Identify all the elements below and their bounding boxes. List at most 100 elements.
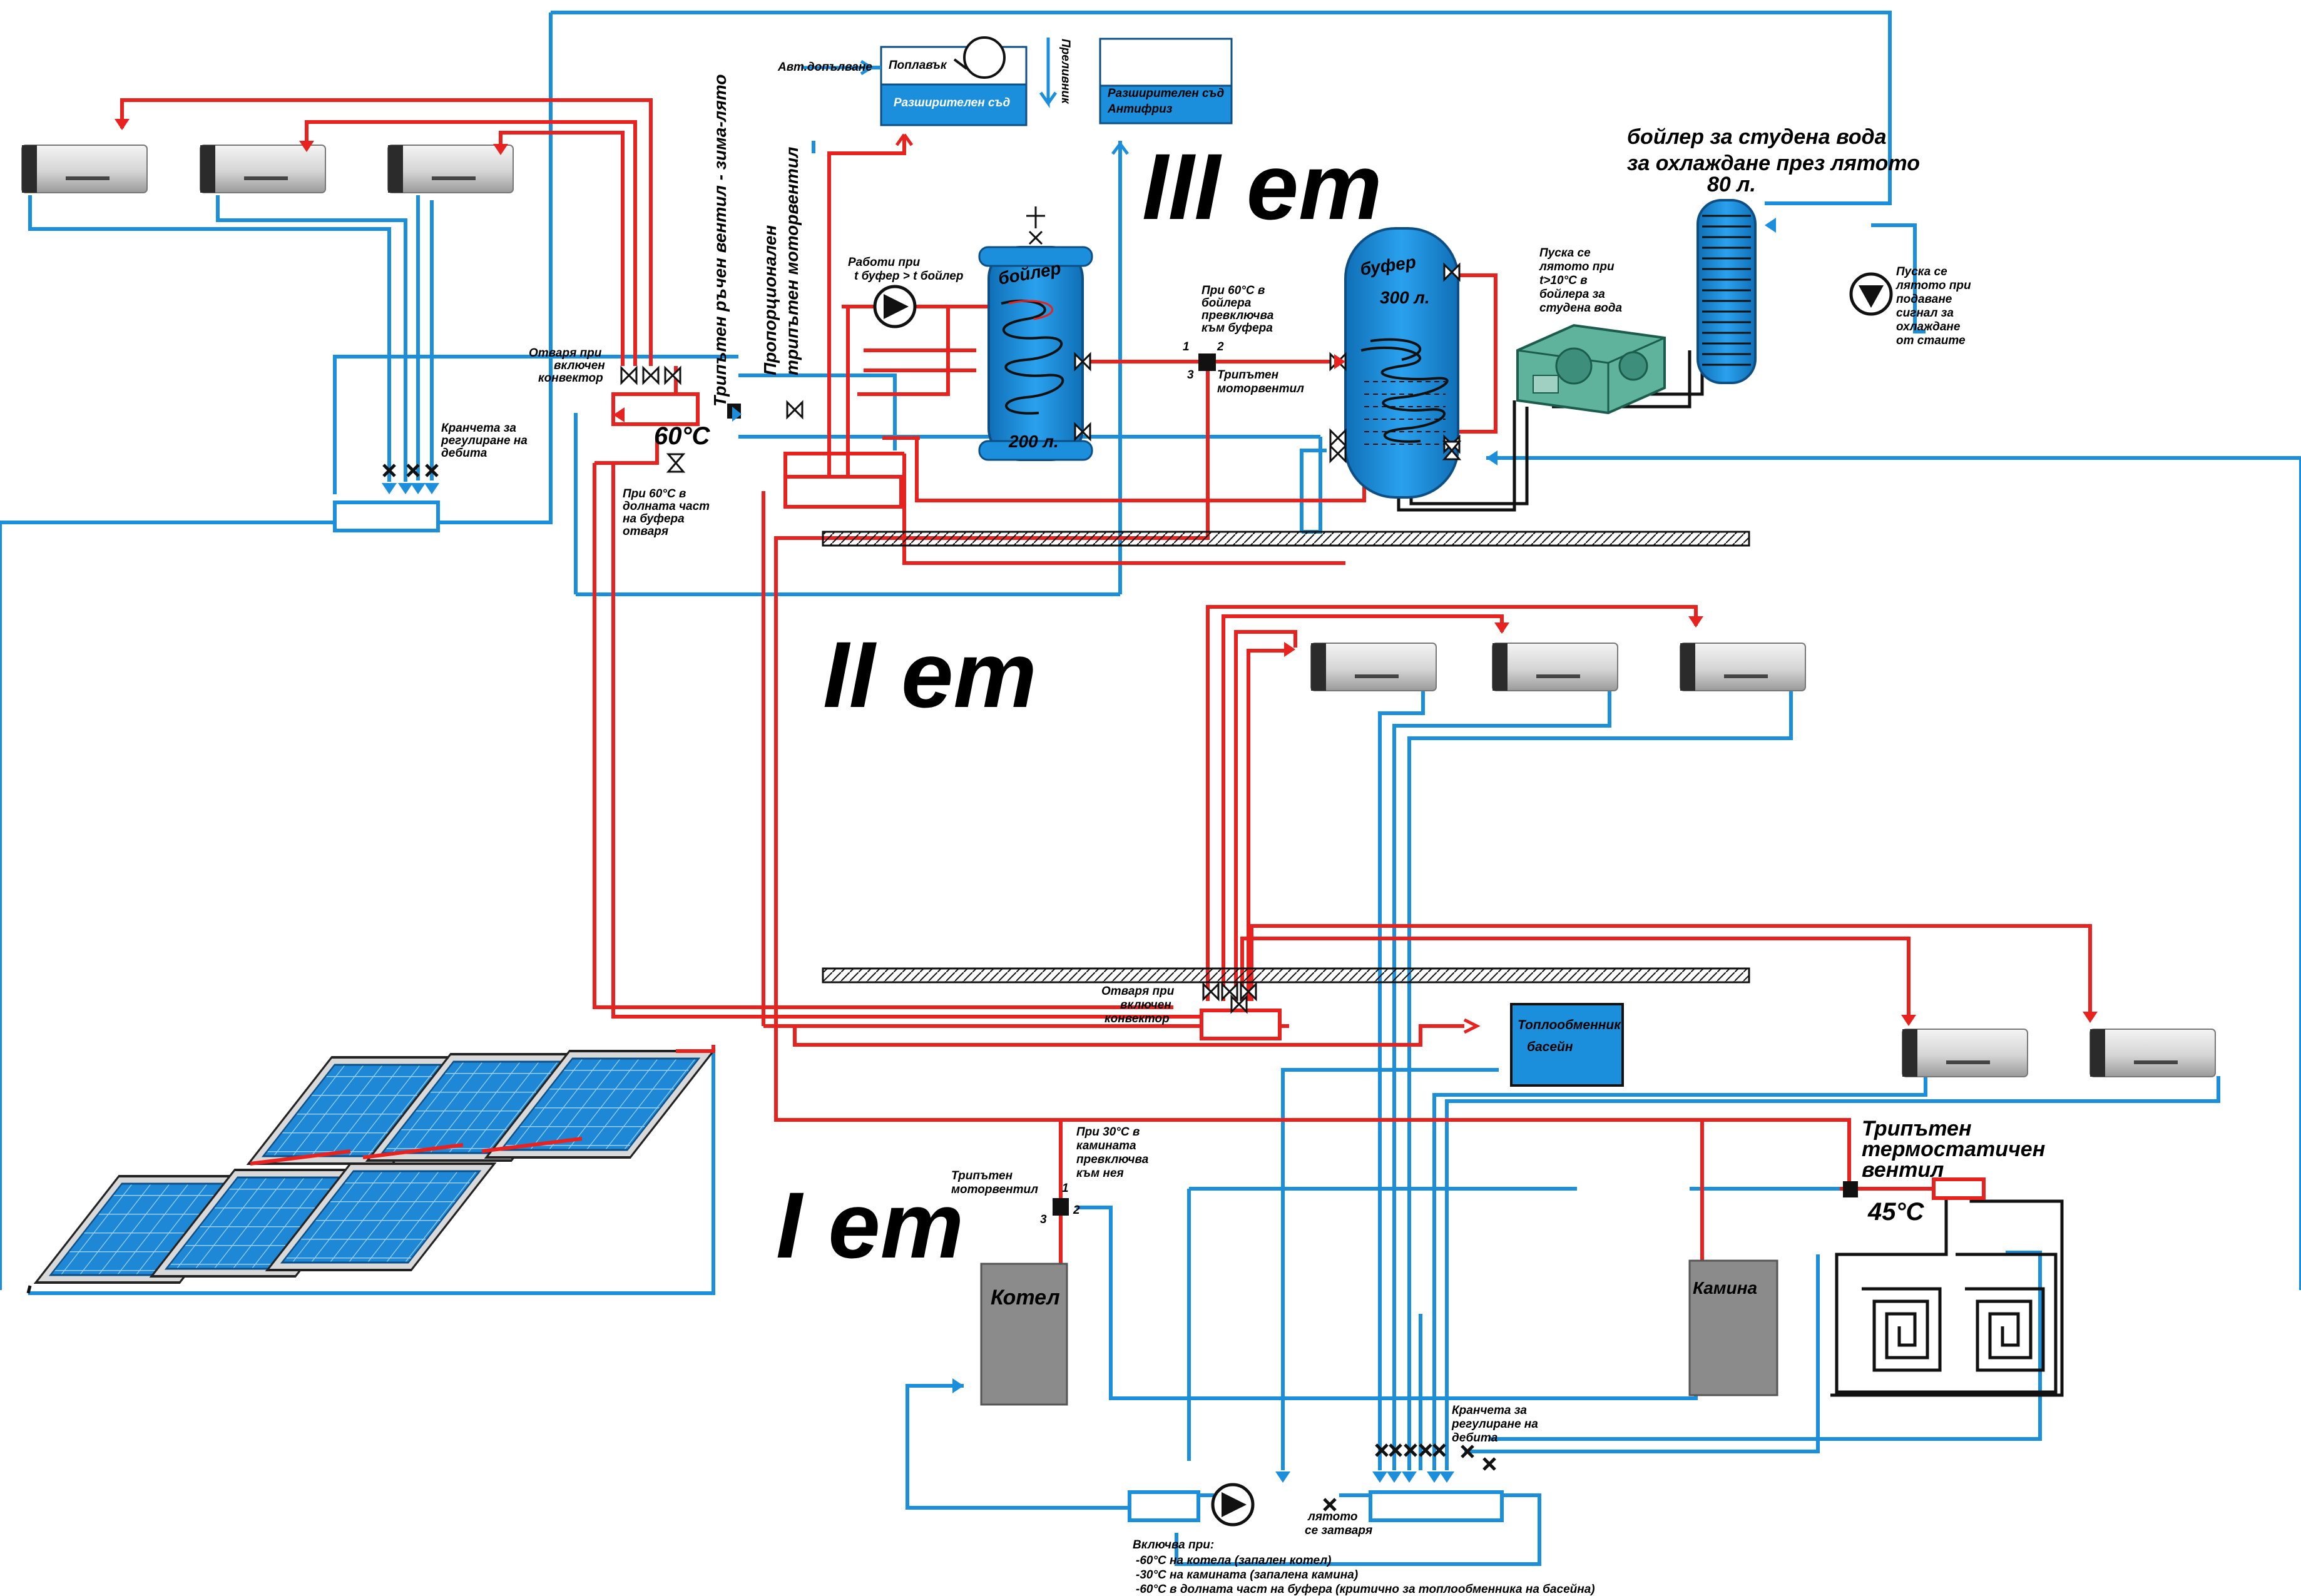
proportional-label-2: трипътен моторвентил <box>782 147 802 375</box>
pool-hx-label-1: Топлообменник <box>1518 1018 1621 1032</box>
pump-cold[interactable] <box>1851 274 1891 314</box>
manifold-center <box>783 475 903 509</box>
floor-title-1: I ет <box>776 1172 964 1278</box>
valve-convector-2-2[interactable] <box>1221 983 1238 1000</box>
buffer-low-60-4: отваря <box>623 525 668 538</box>
overflow-label: Преливник <box>1059 39 1072 104</box>
kotel <box>980 1263 1068 1406</box>
cold-boiler-title-1: бойлер за студена вода <box>1627 125 1887 149</box>
at60-boiler-4: към буфера <box>1202 322 1273 335</box>
kamina-label: Камина <box>1693 1278 1757 1298</box>
expansion-vessel-2-air <box>1099 38 1233 87</box>
expansion-vessel-1-label: Разширителен съд <box>894 96 1011 109</box>
temp-60: 60°С <box>654 422 710 450</box>
port-1-3: 3 <box>1040 1213 1047 1226</box>
solar-collectors <box>26 1045 715 1294</box>
flow-arrows <box>115 119 2098 1026</box>
overflow-arrow <box>1039 38 1058 108</box>
opens-convector-2-3: конвектор <box>1105 1012 1170 1025</box>
manifold-2-supply <box>1200 1009 1282 1040</box>
pump-boiler[interactable] <box>875 287 915 327</box>
opens-convector-2-2: включен <box>1120 999 1171 1012</box>
regulating-1-3: дебита <box>1452 1431 1498 1445</box>
three-way-motor-1-1: Трипътен <box>951 1169 1013 1182</box>
cold-pipes <box>0 11 2301 1566</box>
valve-three-way-motor-1[interactable] <box>1053 1198 1069 1216</box>
three-way-motor-1-2: моторвентил <box>951 1183 1038 1196</box>
ac-unit-1-2 <box>2089 1029 2216 1077</box>
valve-proportional[interactable] <box>786 401 804 419</box>
valve-convector-3-2[interactable] <box>642 367 660 384</box>
summer-start-5: студена вода <box>1539 302 1623 315</box>
proportional-label-1: Пропорционален <box>760 225 780 375</box>
summer-start-4: бойлера за <box>1539 288 1605 301</box>
valve-buffer-low-2[interactable] <box>1329 445 1347 462</box>
three-way-manual-label: Трипътен ръчен вентил - зима-лято <box>710 74 730 407</box>
valve-convector-3-1[interactable] <box>620 367 638 384</box>
thermostatic-3: вентил <box>1862 1158 1944 1182</box>
expansion-vessel-2-label-1: Разширителен съд <box>1108 87 1225 100</box>
pump-start-1: Пуска се <box>1896 265 1947 278</box>
auto-fill-label: Авт.допълване <box>777 61 872 74</box>
pump-kotel[interactable] <box>1213 1485 1253 1525</box>
boiler-200 <box>978 206 1093 461</box>
valve-three-way-motor-3[interactable] <box>1198 353 1216 371</box>
works-when-2: t буфер > t бойлер <box>854 270 963 283</box>
ac-unit-2-2 <box>1492 643 1618 691</box>
valve-thermostatic[interactable] <box>1843 1181 1858 1197</box>
kamina <box>1688 1259 1778 1396</box>
regulating-1-1: Кранчета за <box>1452 1404 1527 1417</box>
valve-buffer-low-1[interactable] <box>1329 429 1347 447</box>
cold-boiler-80 <box>1696 199 1757 384</box>
buffer-300 <box>1344 227 1459 499</box>
chiller-unit <box>1516 323 1666 415</box>
pump-start-6: от стаите <box>1896 334 1966 347</box>
notes-line-1: -60°С на котела (запален котел) <box>1136 1554 1331 1567</box>
expansion-vessel-2-label-2: Антифриз <box>1107 103 1173 116</box>
cold-boiler-volume: 80 л. <box>1707 173 1756 196</box>
regulating-valve-1-7[interactable] <box>1484 1458 1495 1470</box>
pump-start-4: сигнал за <box>1896 307 1954 320</box>
regulating-3-2: регулиране на <box>441 434 528 447</box>
fireplace-30-4: към нея <box>1076 1167 1124 1180</box>
float-ball <box>963 36 1006 79</box>
kotel-label: Котел <box>991 1286 1060 1309</box>
port-1-2: 2 <box>1073 1204 1080 1217</box>
cold-flow-arrows <box>382 218 1776 1483</box>
thermostatic-manifold <box>1932 1177 1986 1200</box>
expansion-2-arrow <box>1111 143 1129 155</box>
pool-hx-arrow <box>1463 1018 1481 1034</box>
regulating-3-3: дебита <box>441 447 487 460</box>
ac-unit-3-1 <box>21 145 148 193</box>
manifold-3-return <box>333 501 440 532</box>
pump-start-3: подаване <box>1896 293 1952 306</box>
at60-boiler-1: При 60°С в <box>1202 284 1265 297</box>
manifold-kotel <box>1128 1490 1200 1522</box>
opens-convector-2-1: Отваря при <box>1101 985 1175 998</box>
valve-convector-3-3[interactable] <box>664 367 681 384</box>
opens-convector-3-3: конвектор <box>538 372 603 385</box>
works-when-1: Работи при <box>848 256 921 269</box>
summer-closed-valve[interactable] <box>1324 1499 1335 1510</box>
notes-title: Включва при: <box>1133 1538 1214 1552</box>
fireplace-30-2: камината <box>1076 1139 1136 1152</box>
buffer-low-60-2: долната част <box>623 500 710 513</box>
thermostatic-1: Трипътен <box>1862 1117 1972 1141</box>
manifold-3-supply <box>611 392 700 426</box>
valve-buffer-low[interactable] <box>667 453 685 473</box>
three-way-motor-3-1: Трипътен <box>1217 369 1279 382</box>
pump-start-2: лятото при <box>1895 279 1971 292</box>
valve-convector-2-1[interactable] <box>1202 983 1220 1000</box>
buffer-low-60-3: на буфера <box>623 512 685 526</box>
port-3-1: 1 <box>1183 340 1190 353</box>
temp-45: 45°С <box>1867 1198 1924 1226</box>
floor-title-2: II ет <box>823 622 1037 727</box>
at60-boiler-2: бойлера <box>1202 297 1252 310</box>
port-3-2: 2 <box>1217 340 1224 353</box>
floor-slab-3 <box>822 531 1750 547</box>
fireplace-30-1: При 30°С в <box>1076 1126 1140 1139</box>
cold-boiler-title-2: за охлаждане през лятото <box>1627 151 1920 175</box>
regulating-1-2: регулиране на <box>1451 1418 1538 1431</box>
summer-start-1: Пуска се <box>1539 247 1591 260</box>
